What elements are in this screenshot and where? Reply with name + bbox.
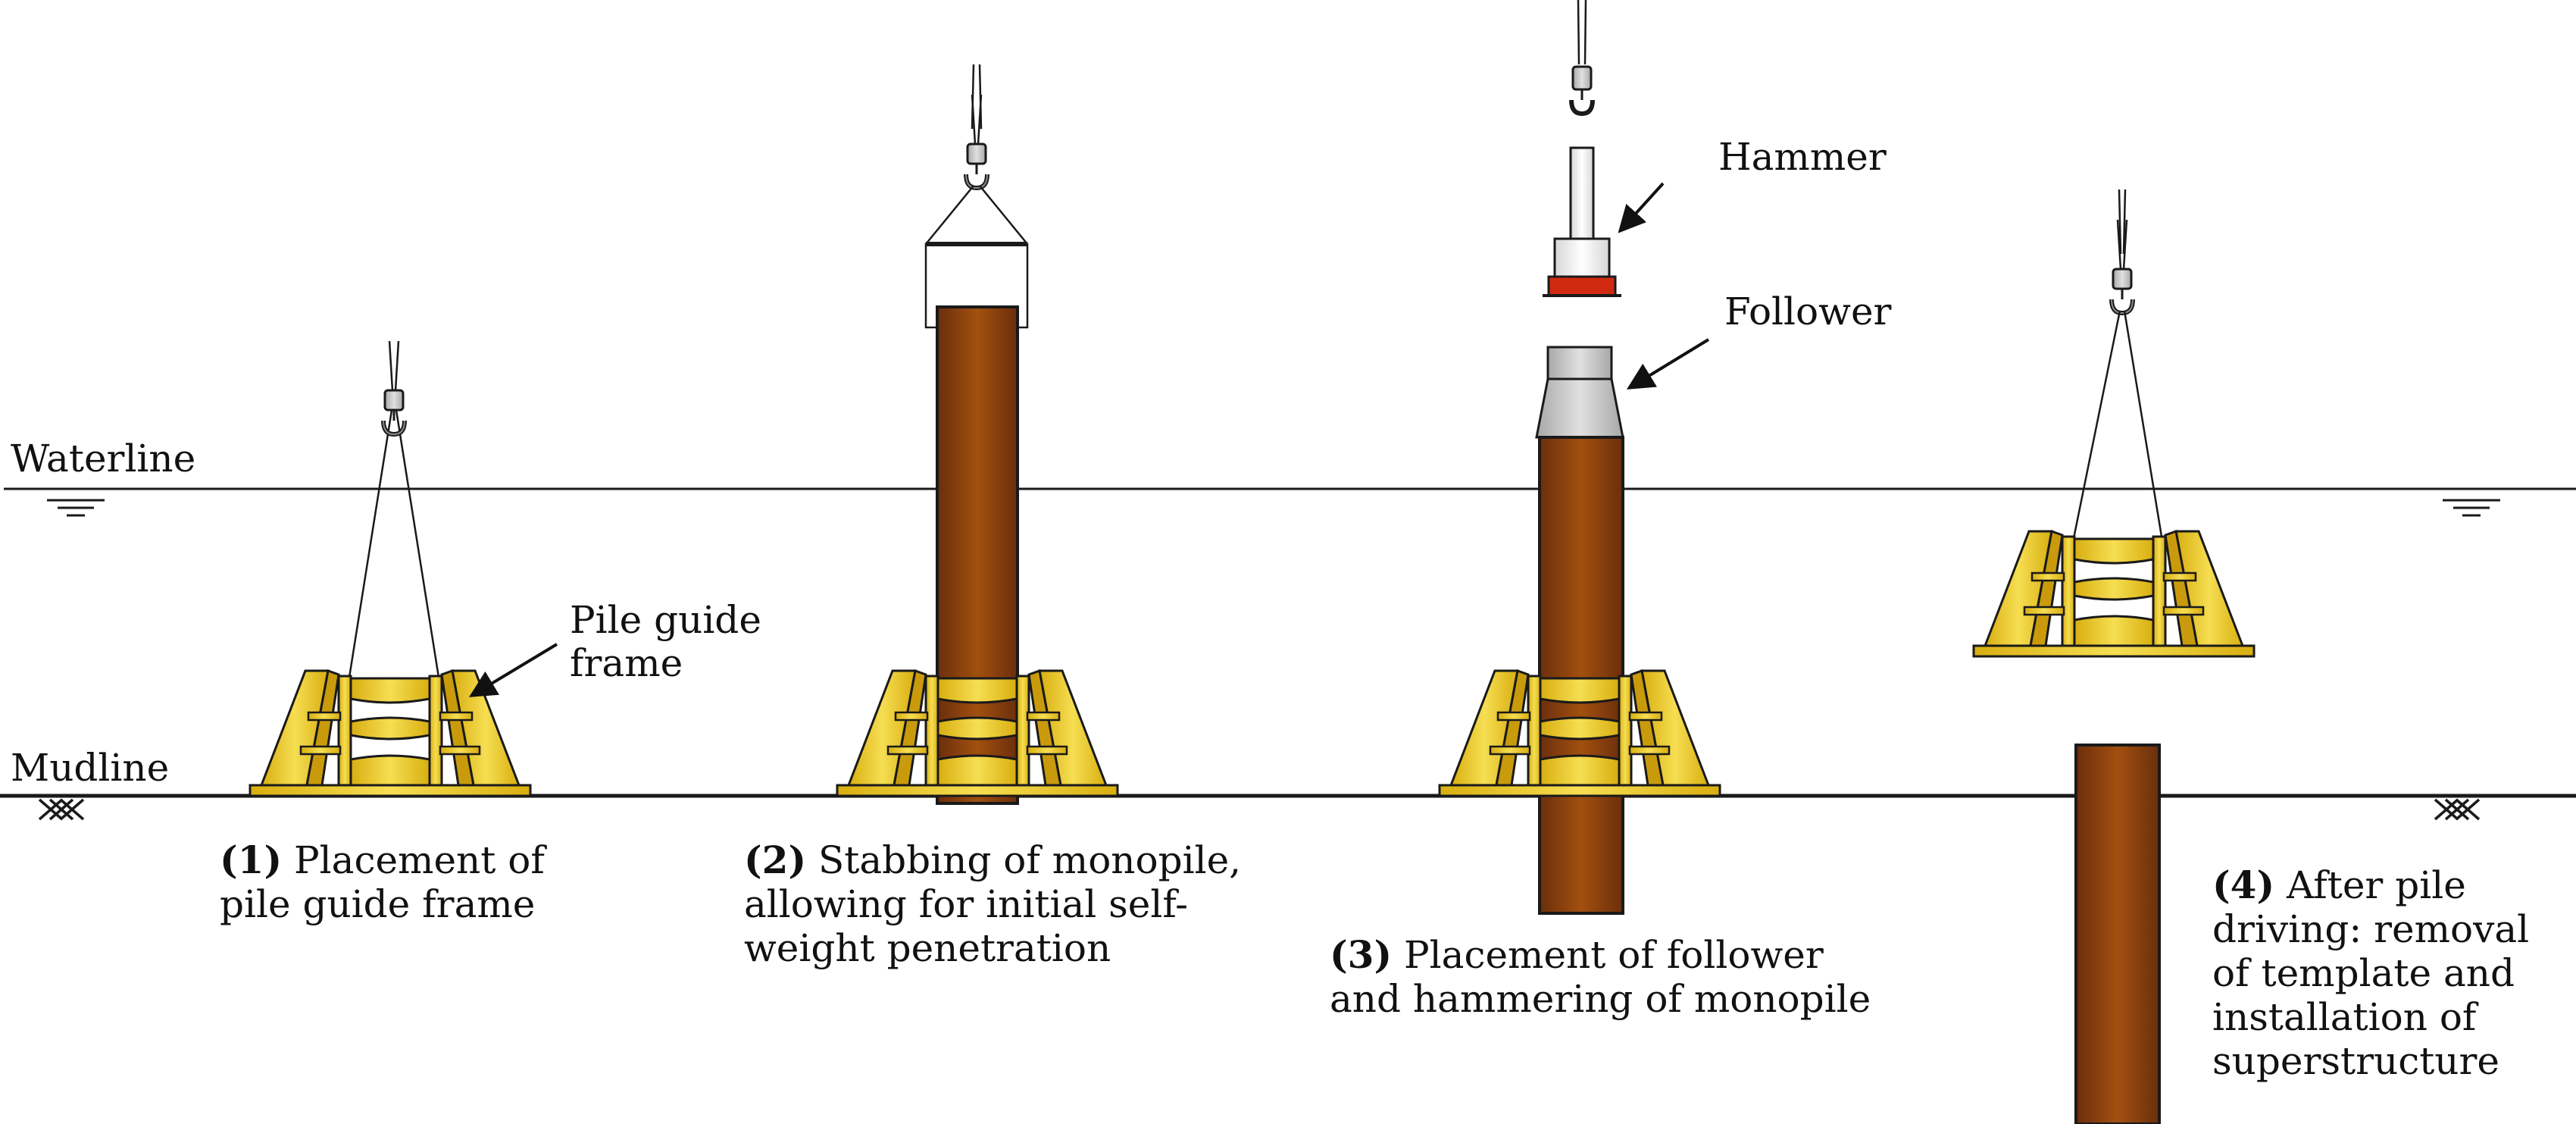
mudline-label: Mudline <box>11 746 169 790</box>
pile-guide-frame <box>1972 530 2256 658</box>
pile-guide-frame <box>1438 669 1721 797</box>
step-3-caption: (3) Placement of follower and hammering … <box>1330 932 1871 1021</box>
pile-guide-frame-label: Pile guide frame <box>570 598 774 685</box>
mudline-symbol-right <box>2434 798 2481 821</box>
follower-label: Follower <box>1724 290 1892 333</box>
monopile <box>1538 436 1624 915</box>
stage-1: Pile guide frame <box>249 341 774 797</box>
crane-hook-icon <box>383 341 405 434</box>
follower <box>1535 346 1624 439</box>
monopile <box>2074 744 2161 1124</box>
follower-arrow <box>1626 338 1710 390</box>
pile-guide-frame <box>836 669 1119 797</box>
waterline-symbol-right <box>2441 499 2502 517</box>
step-4-caption: (4) After pile driving: removal of templ… <box>2212 863 2541 1083</box>
step-2-caption: (2) Stabbing of monopile, allowing for i… <box>744 838 1253 970</box>
stage-2 <box>836 64 1119 805</box>
pile-guide-frame <box>249 669 532 797</box>
step-1-caption: (1) Placement of pile guide frame <box>220 838 557 926</box>
waterline-symbol-left <box>45 499 106 517</box>
mudline-symbol-left <box>38 798 85 821</box>
crane-hook-icon <box>2112 220 2133 313</box>
stage-3: Hammer Follower <box>1438 0 1892 915</box>
hammer-arrow <box>1618 182 1665 233</box>
pile-guide-frame-arrow <box>468 643 558 697</box>
hammer-label: Hammer <box>1718 135 1887 179</box>
crane-hook-icon <box>966 95 987 188</box>
hammer <box>1543 146 1621 297</box>
stage-4 <box>1972 189 2256 1124</box>
waterline-label: Waterline <box>11 437 195 481</box>
